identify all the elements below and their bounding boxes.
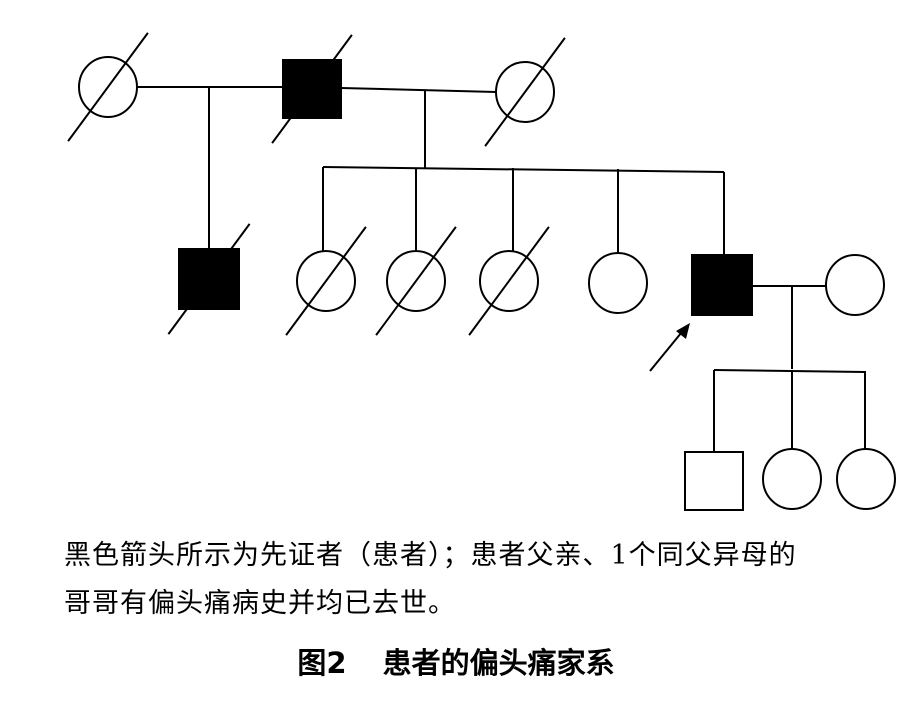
member-female-III-3	[836, 448, 896, 510]
deceased-slash-I-1	[67, 32, 149, 142]
deceased-slash-II-1	[167, 223, 251, 335]
caption-line-1: 黑色箭头所示为先证者（患者）；患者父亲、1个同父异母的	[64, 540, 797, 571]
deceased-slash-I-3	[484, 37, 566, 147]
member-female-II-7	[825, 254, 885, 316]
proband-arrow-shaft	[649, 326, 687, 372]
sibship-line	[322, 166, 725, 173]
figure-title: 图2 患者的偏头痛家系	[0, 640, 912, 682]
pedigree-members	[78, 56, 896, 511]
deceased-slash-I-2	[271, 34, 353, 144]
pedigree-connectors	[137, 86, 866, 451]
member-male-II-6	[691, 254, 753, 316]
deceased-slash-II-3	[375, 226, 457, 336]
member-male-III-1	[684, 451, 744, 511]
deceased-slash-II-4	[468, 226, 550, 336]
member-female-III-2	[762, 448, 822, 510]
figure-title-text: 患者的偏头痛家系	[382, 646, 615, 680]
pedigree-diagram	[67, 32, 896, 511]
figure-number: 图2	[297, 646, 347, 680]
member-male-II-1	[178, 248, 240, 310]
pedigree-marks	[67, 32, 690, 372]
deceased-slash-II-2	[285, 226, 367, 336]
caption-line-2: 哥哥有偏头痛病史并均已去世。	[64, 588, 456, 619]
member-female-II-5	[588, 252, 648, 314]
proband-arrow-head-icon	[676, 323, 690, 339]
figure-caption: 黑色箭头所示为先证者（患者）；患者父亲、1个同父异母的 哥哥有偏头痛病史并均已去…	[64, 532, 904, 628]
sibship-line-III	[713, 369, 866, 373]
marriage-line-I2-I3	[340, 87, 497, 93]
